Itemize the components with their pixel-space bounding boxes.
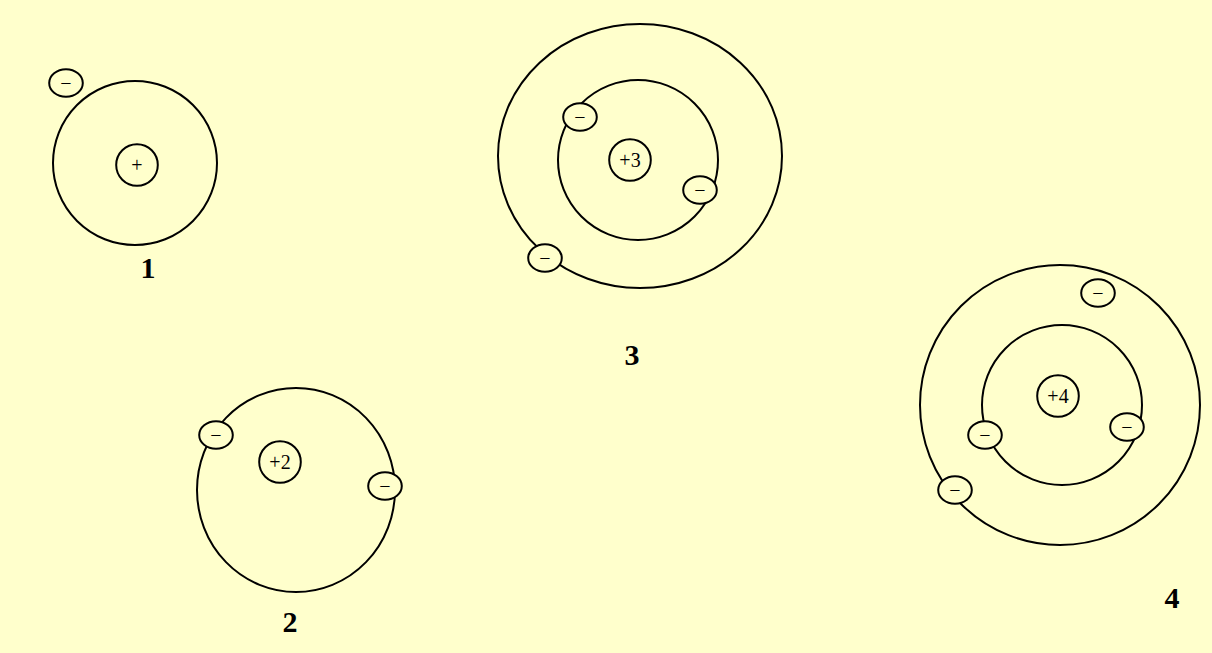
charge-label: + — [131, 155, 142, 175]
nucleus-circle: +4 — [1036, 374, 1080, 418]
charge-label: +4 — [1047, 386, 1068, 406]
electron-ellipse: − — [527, 243, 563, 273]
electron-ellipse: − — [48, 68, 84, 98]
electron-outline — [199, 421, 233, 449]
orbit — [982, 325, 1142, 485]
electron-sign: − — [949, 480, 960, 500]
atom-number: 4 — [1165, 583, 1180, 613]
electron-sign: − — [574, 107, 585, 127]
electron-sign: − — [210, 425, 221, 445]
nucleus-circle: + — [115, 143, 159, 187]
electron-ellipse: − — [1080, 278, 1116, 308]
charge-label: +3 — [619, 150, 640, 170]
atom-number: 3 — [625, 340, 640, 370]
nucleus-circle: +2 — [258, 440, 302, 484]
electron-outline — [1110, 413, 1144, 441]
electron-ellipse: − — [937, 475, 973, 505]
nucleus-outline — [116, 144, 158, 186]
electron-ellipse: − — [562, 102, 598, 132]
electron-outline — [563, 103, 597, 131]
electron-outline — [968, 421, 1002, 449]
electron-sign: − — [1121, 417, 1132, 437]
orbit — [558, 80, 718, 240]
electron-ellipse: − — [967, 420, 1003, 450]
electron-outline — [938, 476, 972, 504]
electron-sign: − — [60, 73, 71, 93]
electron-sign: − — [694, 180, 705, 200]
orbit — [920, 265, 1200, 545]
electron-sign: − — [379, 476, 390, 496]
electron-sign: − — [539, 248, 550, 268]
electron-ellipse: − — [367, 471, 403, 501]
atom-number: 2 — [283, 607, 298, 637]
orbit — [53, 81, 217, 245]
orbit — [498, 24, 782, 288]
electron-outline — [1081, 279, 1115, 307]
charge-label: +2 — [269, 452, 290, 472]
electron-outline — [49, 69, 83, 97]
electron-ellipse: − — [198, 420, 234, 450]
electron-sign: − — [1092, 283, 1103, 303]
electron-outline — [683, 176, 717, 204]
electron-ellipse: − — [682, 175, 718, 205]
orbit — [197, 388, 395, 592]
nucleus-outline — [259, 441, 301, 483]
nucleus-outline — [609, 139, 651, 181]
electron-outline — [528, 244, 562, 272]
nucleus-outline — [1037, 375, 1079, 417]
electron-ellipse: − — [1109, 412, 1145, 442]
electron-sign: − — [979, 425, 990, 445]
atom-number: 1 — [141, 253, 156, 283]
nucleus-circle: +3 — [608, 138, 652, 182]
electron-outline — [368, 472, 402, 500]
